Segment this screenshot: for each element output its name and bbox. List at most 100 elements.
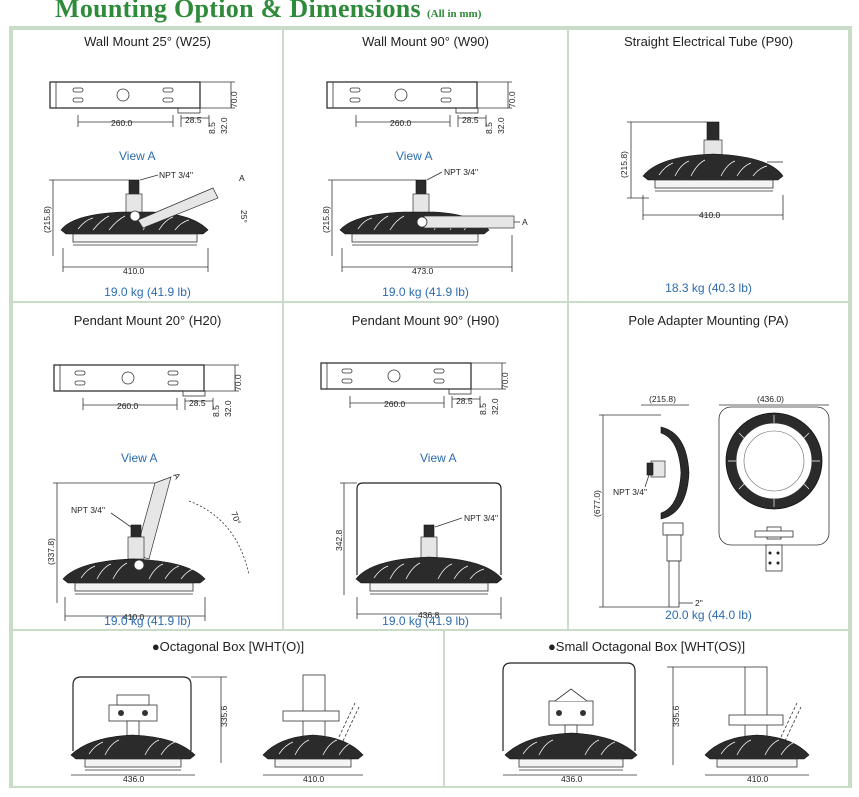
fixture-side-view [262,674,364,768]
page-title-block: Mounting Option & Dimensions (All in mm) [55,0,481,24]
panel-weight: 19.0 kg (41.9 lb) [382,614,469,628]
page-subtitle: (All in mm) [426,8,482,20]
dim-70: 70.0 [500,372,510,389]
dim-width: 410.0 [699,210,721,220]
dim-8-5: 8.5 [484,122,494,134]
panel-weight: 18.3 kg (40.3 lb) [665,281,752,295]
dim-8-5: 8.5 [211,405,221,417]
panel-wall-mount-25: Wall Mount 25° (W25) 2 [11,28,284,303]
view-a-marker: A [522,217,528,227]
panel-caption: Pendant Mount 20° (H20) [73,313,222,328]
fixture-side-view [704,666,810,768]
view-a-marker: A [239,173,245,183]
small-octagonal-box-drawing: 436.0 335.6 410.0 [502,662,810,784]
panel-wall-mount-90: Wall Mount 90° (W90) 2 [282,28,569,303]
fixture-front-view [502,662,638,771]
dim-28-5: 28.5 [189,398,206,408]
panel-caption: Wall Mount 90° (W90) [362,34,489,49]
dim-height: 335.6 [219,705,229,727]
panel-weight: 19.0 kg (41.9 lb) [382,285,469,299]
dim-height: 335.6 [671,705,681,727]
pole-adapter-drawing: (215.8) (436.0) (677.0) NPT 3/4" 2" [592,394,830,608]
view-a-label: View A [420,451,457,465]
dim-width: 410.0 [123,266,145,276]
panel-caption: ●Small Octagonal Box [WHT(OS)] [547,639,746,654]
dim-height: (215.8) [619,151,629,178]
wall-mount-90-drawing: 260.0 28.5 70.0 8.5 32.0 NPT 3/4" A (215… [321,81,528,276]
dim-width-front: 436.0 [561,774,583,784]
fixture-side-view [355,482,503,595]
view-a-label: View A [119,149,156,163]
wall-mount-25-drawing: 260.0 28.5 70.0 8.5 32.0 NPT 3/4" A 25° … [42,81,249,276]
dim-height: (677.0) [592,490,602,517]
dim-32: 32.0 [496,117,506,134]
dim-height: (337.8) [46,538,56,565]
pendant-mount-20-drawing: 260.0 28.5 70.0 8.5 32.0 NPT 3/4" A 70° [46,364,250,622]
panel-caption: Pendant Mount 90° (H90) [351,313,500,328]
npt-label: NPT 3/4" [71,505,105,515]
dim-height: (215.8) [321,206,331,233]
panel-caption: Wall Mount 25° (W25) [84,34,211,49]
dim-215-8: (215.8) [649,394,676,404]
fixture-front-view [718,406,830,572]
dim-32: 32.0 [223,400,233,417]
npt-label: NPT 3/4" [444,167,478,177]
dim-32: 32.0 [219,117,229,134]
page-title: Mounting Option & Dimensions [55,0,421,23]
fixture-side-view [646,426,693,608]
dim-260: 260.0 [111,118,133,128]
dim-260: 260.0 [117,401,139,411]
dim-width: 436.8 [418,610,440,620]
dim-32: 32.0 [490,398,500,415]
view-a-label: View A [121,451,158,465]
panel-small-octagonal-box: ●Small Octagonal Box [WHT(OS)] 436.0 335… [443,629,850,788]
dim-width-side: 410.0 [747,774,769,784]
panel-weight: 19.0 kg (41.9 lb) [104,285,191,299]
npt-label: NPT 3/4" [613,487,647,497]
panel-octagonal-box: ●Octagonal Box [WHT(O)] 335.6 436.0 [11,629,445,788]
dim-28-5: 28.5 [185,115,202,125]
octagonal-box-drawing: 335.6 436.0 410.0 [70,674,364,784]
dim-height: 342.8 [334,529,344,551]
panel-pendant-mount-90: Pendant Mount 90° (H90) [282,301,569,631]
dim-width: 473.0 [412,266,434,276]
dim-70: 70.0 [229,91,239,108]
pendant-mount-90-drawing: 260.0 28.5 70.0 8.5 32.0 NPT 3/4" 342.8 [320,362,510,620]
fixture-side-view [62,476,250,595]
fixture-side-view [339,179,515,246]
dim-8-5: 8.5 [478,403,488,415]
fixture-side-view [642,121,784,192]
panel-pendant-mount-20: Pendant Mount 20° (H20) [11,301,284,631]
dim-70: 70.0 [507,91,517,108]
panel-straight-tube: Straight Electrical Tube (P90) (215.8) 4… [567,28,850,303]
dim-width: 410.0 [123,612,145,622]
view-a-label: View A [396,149,433,163]
bracket-top-view [53,364,239,410]
panel-pole-adapter: Pole Adapter Mounting (PA) [567,301,850,631]
pole-size-label: 2" [695,598,703,608]
dim-width-side: 410.0 [303,774,325,784]
mounting-options-grid: Wall Mount 25° (W25) 2 [9,26,852,788]
panel-weight: 20.0 kg (44.0 lb) [665,608,752,622]
view-a-marker: A [171,471,183,481]
npt-label: NPT 3/4" [464,513,498,523]
dim-8-5: 8.5 [207,122,217,134]
dim-260: 260.0 [384,399,406,409]
dim-width-front: 436.0 [123,774,145,784]
dim-height: (215.8) [42,206,52,233]
bracket-top-view [320,362,506,408]
panel-caption: Pole Adapter Mounting (PA) [628,313,789,328]
bracket-top-view [326,81,512,127]
panel-caption: ●Octagonal Box [WHT(O)] [151,639,305,654]
dim-28-5: 28.5 [456,396,473,406]
panel-weight: 19.0 kg (41.9 lb) [104,614,191,628]
dim-25-deg: 25° [239,210,249,223]
panel-caption: Straight Electrical Tube (P90) [623,34,794,49]
npt-label: NPT 3/4" [159,170,193,180]
fixture-front-view [70,676,196,771]
dim-260: 260.0 [390,118,412,128]
fixture-side-view [60,179,219,246]
bracket-top-view [49,81,235,127]
dim-70: 70.0 [233,374,243,391]
dim-28-5: 28.5 [462,115,479,125]
